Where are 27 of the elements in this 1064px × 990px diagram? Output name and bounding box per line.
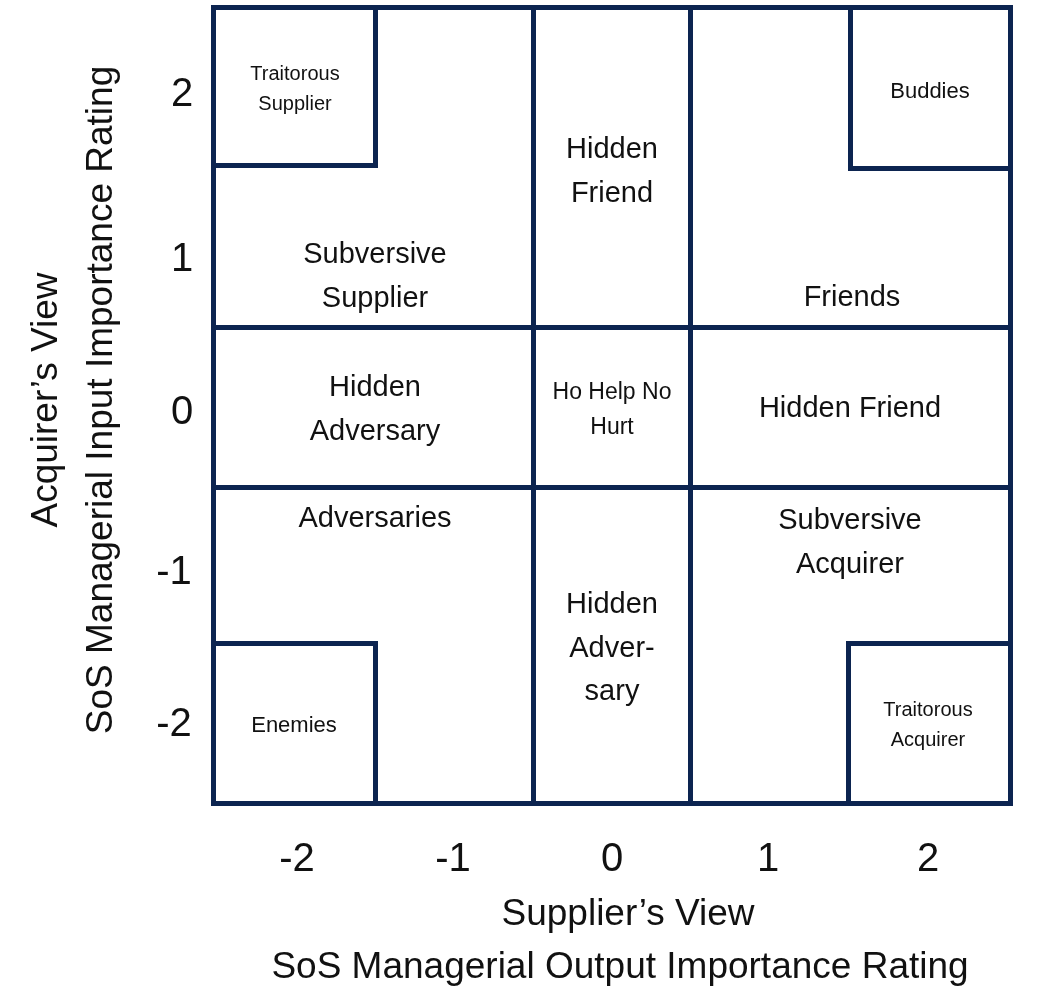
region-label: Friends xyxy=(802,279,902,315)
axis-title: Acquirer’s View xyxy=(24,272,66,528)
region-label: Hidden Friend xyxy=(757,390,943,426)
region-label: Enemies xyxy=(250,710,338,739)
tick-label: -1 xyxy=(156,547,192,593)
region-label: Ho Help No Hurt xyxy=(552,376,672,440)
tick-label: 1 xyxy=(756,834,780,880)
tick-label: -2 xyxy=(279,834,315,880)
region-label: Hidden Friend xyxy=(565,130,659,209)
axis-title: SoS Managerial Input Importance Rating xyxy=(79,65,121,735)
tick-label: 2 xyxy=(170,69,194,115)
tick-label: -2 xyxy=(156,699,192,745)
tick-label: 2 xyxy=(916,834,940,880)
tick-label: 0 xyxy=(600,834,624,880)
region-label: Subversive Acquirer xyxy=(777,501,923,581)
region-label: Traitorous Supplier xyxy=(249,61,341,116)
tick-label: 1 xyxy=(170,234,194,280)
region-label: Buddies xyxy=(889,76,971,105)
region-label: Subversive Supplier xyxy=(302,235,448,315)
axis-title: SoS Managerial Output Importance Rating xyxy=(271,945,969,987)
region-label: Hidden Adver- sary xyxy=(565,585,659,708)
region-label: Adversaries xyxy=(297,500,453,536)
region-label: Traitorous Acquirer xyxy=(882,697,974,752)
tick-label: 0 xyxy=(170,387,194,433)
region-label: Hidden Adversary xyxy=(308,368,442,448)
tick-label: -1 xyxy=(435,834,471,880)
axis-title: Supplier’s View xyxy=(501,892,755,934)
